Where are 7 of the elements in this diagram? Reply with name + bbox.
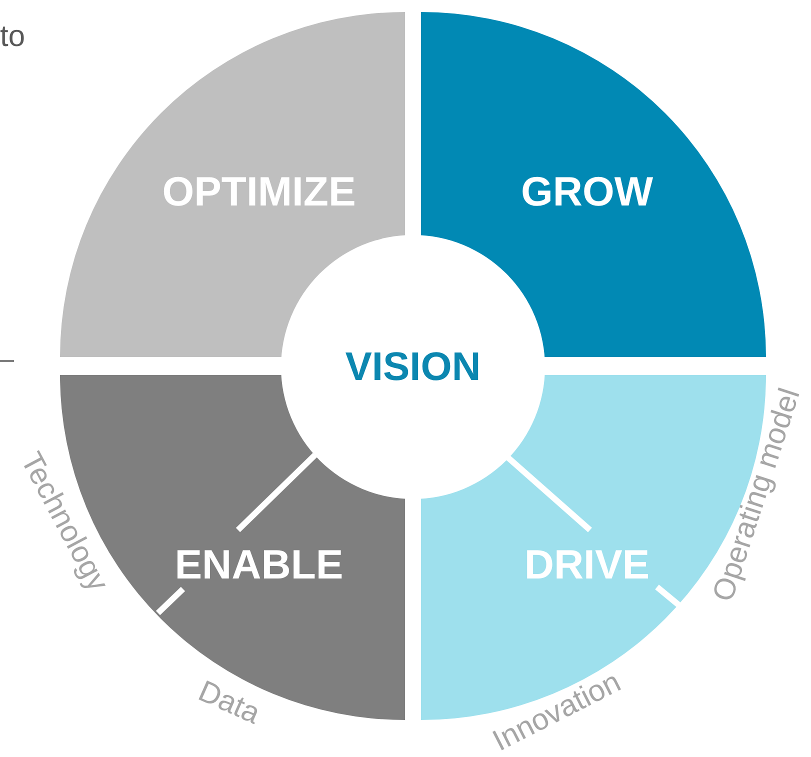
center-label: VISION bbox=[345, 344, 481, 390]
text-fragment: to bbox=[0, 20, 26, 54]
segment-label: ENABLE bbox=[174, 542, 344, 588]
segment-label: DRIVE bbox=[524, 542, 650, 588]
segment-label: OPTIMIZE bbox=[162, 168, 356, 216]
segment-label: GROW bbox=[520, 168, 654, 216]
arc-label: Data bbox=[193, 674, 265, 732]
